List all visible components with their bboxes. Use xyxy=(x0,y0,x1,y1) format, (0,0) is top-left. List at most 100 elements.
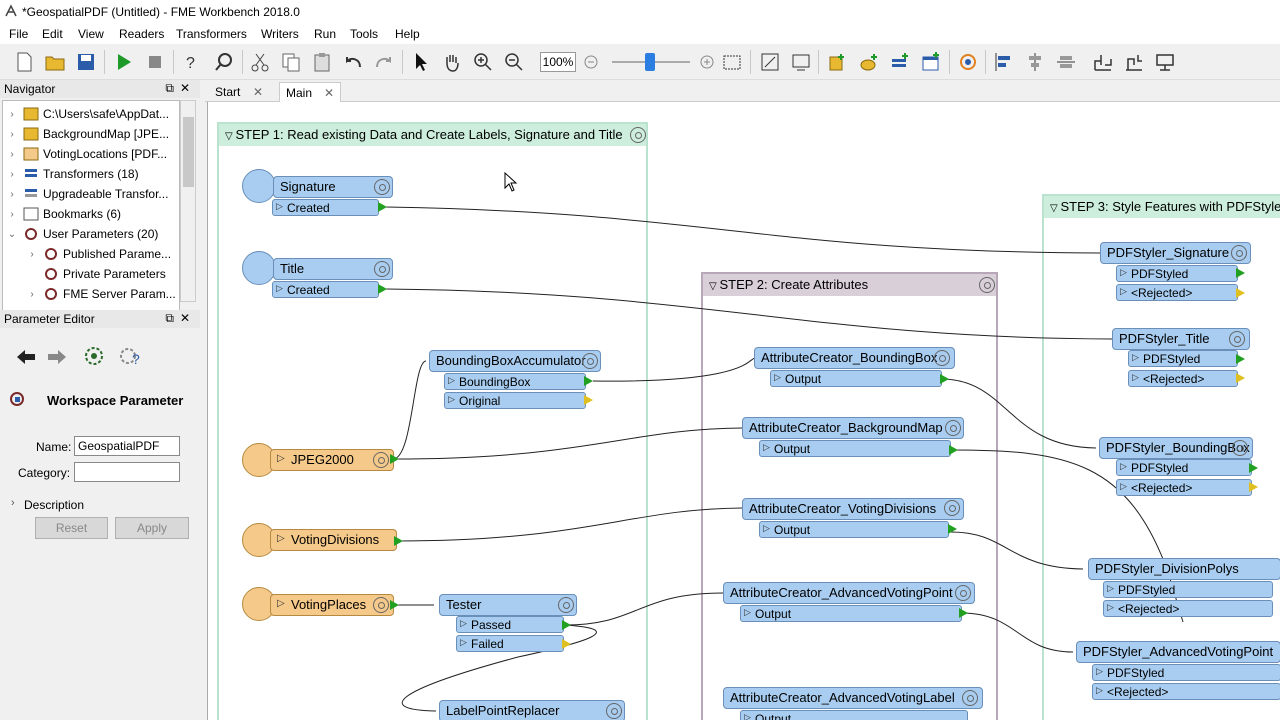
gear-icon[interactable] xyxy=(1231,245,1247,261)
votingplaces-reader[interactable]: VotingPlaces xyxy=(270,594,394,616)
unconnected-port-icon[interactable] xyxy=(562,639,571,649)
menu-tools[interactable]: Tools xyxy=(350,27,379,41)
gear-icon[interactable] xyxy=(934,350,950,366)
zoom-out-icon[interactable] xyxy=(501,49,527,75)
category-field[interactable] xyxy=(74,462,180,482)
ac-backgroundmap-output-port[interactable]: Output xyxy=(759,440,951,457)
add-transformer-icon[interactable] xyxy=(887,49,913,75)
align-center-icon[interactable] xyxy=(1022,49,1048,75)
fit-to-window-icon[interactable] xyxy=(757,49,783,75)
bookmark-step3-header[interactable]: ▽ STEP 3: Style Features with PDFStyler xyxy=(1044,196,1280,218)
tester-failed-port[interactable]: Failed xyxy=(456,635,564,652)
gear-icon[interactable] xyxy=(1229,331,1245,347)
ac-advancedvotingpoint-output-port[interactable]: Output xyxy=(740,605,962,622)
menu-writers[interactable]: Writers xyxy=(261,27,299,41)
close-icon[interactable]: ✕ xyxy=(252,85,263,99)
ps-advancedvotingpoint-rejected-port[interactable]: <Rejected> xyxy=(1092,683,1280,700)
gear-icon[interactable] xyxy=(558,597,574,613)
output-port-icon[interactable] xyxy=(378,202,387,212)
menu-file[interactable]: File xyxy=(9,27,29,41)
gear-icon[interactable] xyxy=(962,690,978,706)
attributecreator-votingdivisions[interactable]: AttributeCreator_VotingDivisions xyxy=(742,498,964,520)
pdfstyler-divisionpolys[interactable]: PDFStyler_DivisionPolys xyxy=(1088,558,1280,580)
menu-transformers[interactable]: Transformers xyxy=(176,27,247,41)
name-field[interactable]: GeospatialPDF xyxy=(74,436,180,456)
pdfstyler-advancedvotingpoint[interactable]: PDFStyler_AdvancedVotingPoint xyxy=(1076,641,1280,663)
open-folder-icon[interactable] xyxy=(42,49,68,75)
output-port-icon[interactable] xyxy=(959,608,968,618)
ps-divisionpolys-pdfstyled-port[interactable]: PDFStyled xyxy=(1103,581,1273,598)
ps-divisionpolys-rejected-port[interactable]: <Rejected> xyxy=(1103,600,1273,617)
bookmark-step2[interactable]: ▽ STEP 2: Create Attributes xyxy=(701,272,998,720)
ps-signature-rejected-port[interactable]: <Rejected> xyxy=(1116,284,1238,301)
boundingboxaccumulator-transformer[interactable]: BoundingBoxAccumulator xyxy=(429,350,601,372)
pan-hand-icon[interactable] xyxy=(439,49,465,75)
ps-signature-pdfstyled-port[interactable]: PDFStyled xyxy=(1116,265,1238,282)
help-query-icon[interactable]: ? xyxy=(180,49,206,75)
bookmark-step2-header[interactable]: ▽ STEP 2: Create Attributes xyxy=(703,274,996,296)
tab-main[interactable]: Main✕ xyxy=(279,82,341,102)
navigator-scrollbar[interactable] xyxy=(180,100,196,302)
new-file-icon[interactable] xyxy=(11,49,37,75)
add-bookmark-icon[interactable] xyxy=(918,49,944,75)
bookmark-step1-header[interactable]: ▽ STEP 1: Read existing Data and Create … xyxy=(219,124,646,146)
inspector-icon[interactable] xyxy=(955,49,981,75)
run-icon[interactable] xyxy=(111,49,137,75)
title-created-port[interactable]: Created xyxy=(272,281,379,298)
zoom-to-selection-icon[interactable] xyxy=(719,49,745,75)
find-icon[interactable] xyxy=(211,49,237,75)
output-port-icon[interactable] xyxy=(1236,354,1245,364)
close-icon[interactable]: ✕ xyxy=(323,86,334,100)
gear-icon[interactable] xyxy=(374,261,390,277)
output-port-icon[interactable] xyxy=(1236,268,1245,278)
distribute-vertical-icon[interactable] xyxy=(1121,49,1147,75)
workspace-canvas[interactable]: ▽ STEP 1: Read existing Data and Create … xyxy=(207,102,1280,720)
ps-title-rejected-port[interactable]: <Rejected> xyxy=(1128,370,1238,387)
ac-votingdivisions-output-port[interactable]: Output xyxy=(759,521,949,538)
output-port-icon[interactable] xyxy=(562,620,571,630)
title-creator[interactable]: Title xyxy=(273,258,393,280)
output-port-icon[interactable] xyxy=(390,600,399,610)
unconnected-port-icon[interactable] xyxy=(1249,482,1258,492)
pdfstyler-signature[interactable]: PDFStyler_Signature xyxy=(1100,242,1251,264)
apply-button[interactable]: Apply xyxy=(115,517,189,539)
attributecreator-backgroundmap[interactable]: AttributeCreator_BackgroundMap xyxy=(742,417,964,439)
attributecreator-boundingbox[interactable]: AttributeCreator_BoundingBox xyxy=(754,347,955,369)
stop-icon[interactable] xyxy=(142,49,168,75)
gear-icon[interactable] xyxy=(945,420,961,436)
nav-item-transformers[interactable]: ›Transformers (18) xyxy=(10,167,139,181)
nav-item-upgradeable[interactable]: ›Upgradeable Transfor... xyxy=(10,187,169,201)
unconnected-port-icon[interactable] xyxy=(1236,373,1245,383)
align-left-icon[interactable] xyxy=(991,49,1017,75)
description-section[interactable]: Description xyxy=(24,498,85,512)
full-screen-icon[interactable] xyxy=(788,49,814,75)
votingdivisions-reader[interactable]: VotingDivisions xyxy=(270,529,397,551)
gear-icon[interactable] xyxy=(630,127,646,143)
zoom-plus-icon[interactable] xyxy=(694,49,720,75)
zoom-level-field[interactable]: 100% xyxy=(540,52,576,72)
ac-advancedvotinglabel-output-port[interactable]: Output xyxy=(740,710,968,720)
ps-title-pdfstyled-port[interactable]: PDFStyled xyxy=(1128,350,1238,367)
select-arrow-icon[interactable] xyxy=(408,49,434,75)
gear-icon[interactable] xyxy=(979,277,995,293)
unconnected-port-icon[interactable] xyxy=(584,395,593,405)
align-middle-icon[interactable] xyxy=(1053,49,1079,75)
gear-icon[interactable] xyxy=(374,179,390,195)
tester-passed-port[interactable]: Passed xyxy=(456,616,564,633)
signature-created-port[interactable]: Created xyxy=(272,199,379,216)
distribute-horizontal-icon[interactable] xyxy=(1090,49,1116,75)
ac-boundingbox-output-port[interactable]: Output xyxy=(770,370,942,387)
add-writer-icon[interactable] xyxy=(856,49,882,75)
help-gear-icon[interactable]: ? xyxy=(118,344,144,368)
bookmark-step1[interactable]: ▽ STEP 1: Read existing Data and Create … xyxy=(217,122,648,720)
ps-boundingbox-rejected-port[interactable]: <Rejected> xyxy=(1116,479,1252,496)
menu-help[interactable]: Help xyxy=(395,27,420,41)
bba-boundingbox-port[interactable]: BoundingBox xyxy=(444,373,586,390)
gear-icon[interactable] xyxy=(373,597,389,613)
gear-icon[interactable] xyxy=(1232,440,1248,456)
forward-arrow-icon[interactable] xyxy=(46,348,68,366)
gear-icon[interactable] xyxy=(955,585,971,601)
gear-icon[interactable] xyxy=(582,353,598,369)
tab-start[interactable]: Start✕ xyxy=(215,85,263,99)
output-port-icon[interactable] xyxy=(1249,463,1258,473)
